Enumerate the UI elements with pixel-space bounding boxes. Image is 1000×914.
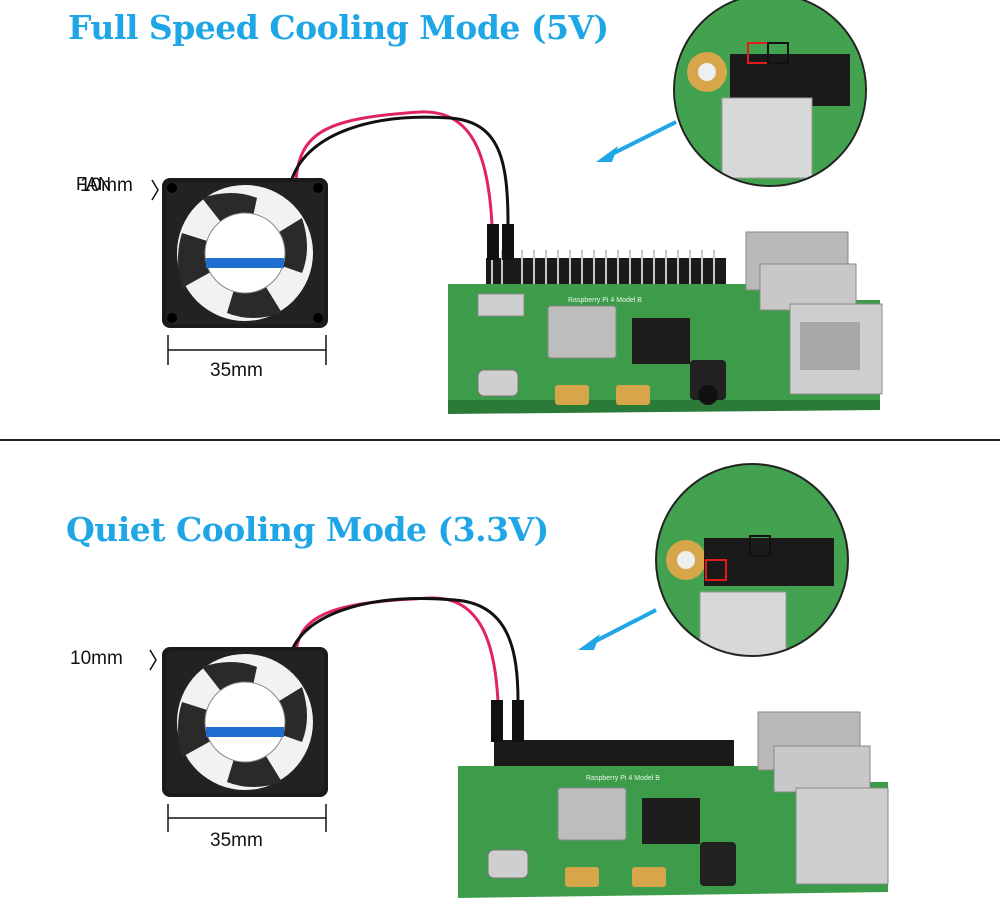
gpio-header [486, 224, 726, 284]
fan-width-label: 35mm [210, 830, 263, 852]
fan-height-label: 10mm [70, 648, 123, 670]
fan-icon [162, 647, 328, 797]
fan-width-label: 35mm [210, 360, 263, 382]
gpio-inset [674, 0, 874, 190]
bottom-illustration: Raspberry Pi 4 Model B [0, 442, 1000, 914]
board-silkscreen: Raspberry Pi 4 Model B [568, 297, 642, 304]
panel-divider [0, 439, 1000, 441]
full-speed-panel: Full Speed Cooling Mode (5V) [0, 0, 1000, 440]
top-illustration: Raspberry Pi 4 Model B FAN [0, 0, 1000, 440]
fan-height-label: 10mm [80, 175, 133, 197]
board-silkscreen: Raspberry Pi 4 Model B [586, 775, 660, 782]
gpio-header [491, 700, 734, 766]
quiet-panel: Quiet Cooling Mode (3.3V) [0, 442, 1000, 914]
fan-icon [162, 178, 328, 328]
gpio-inset [656, 464, 848, 668]
